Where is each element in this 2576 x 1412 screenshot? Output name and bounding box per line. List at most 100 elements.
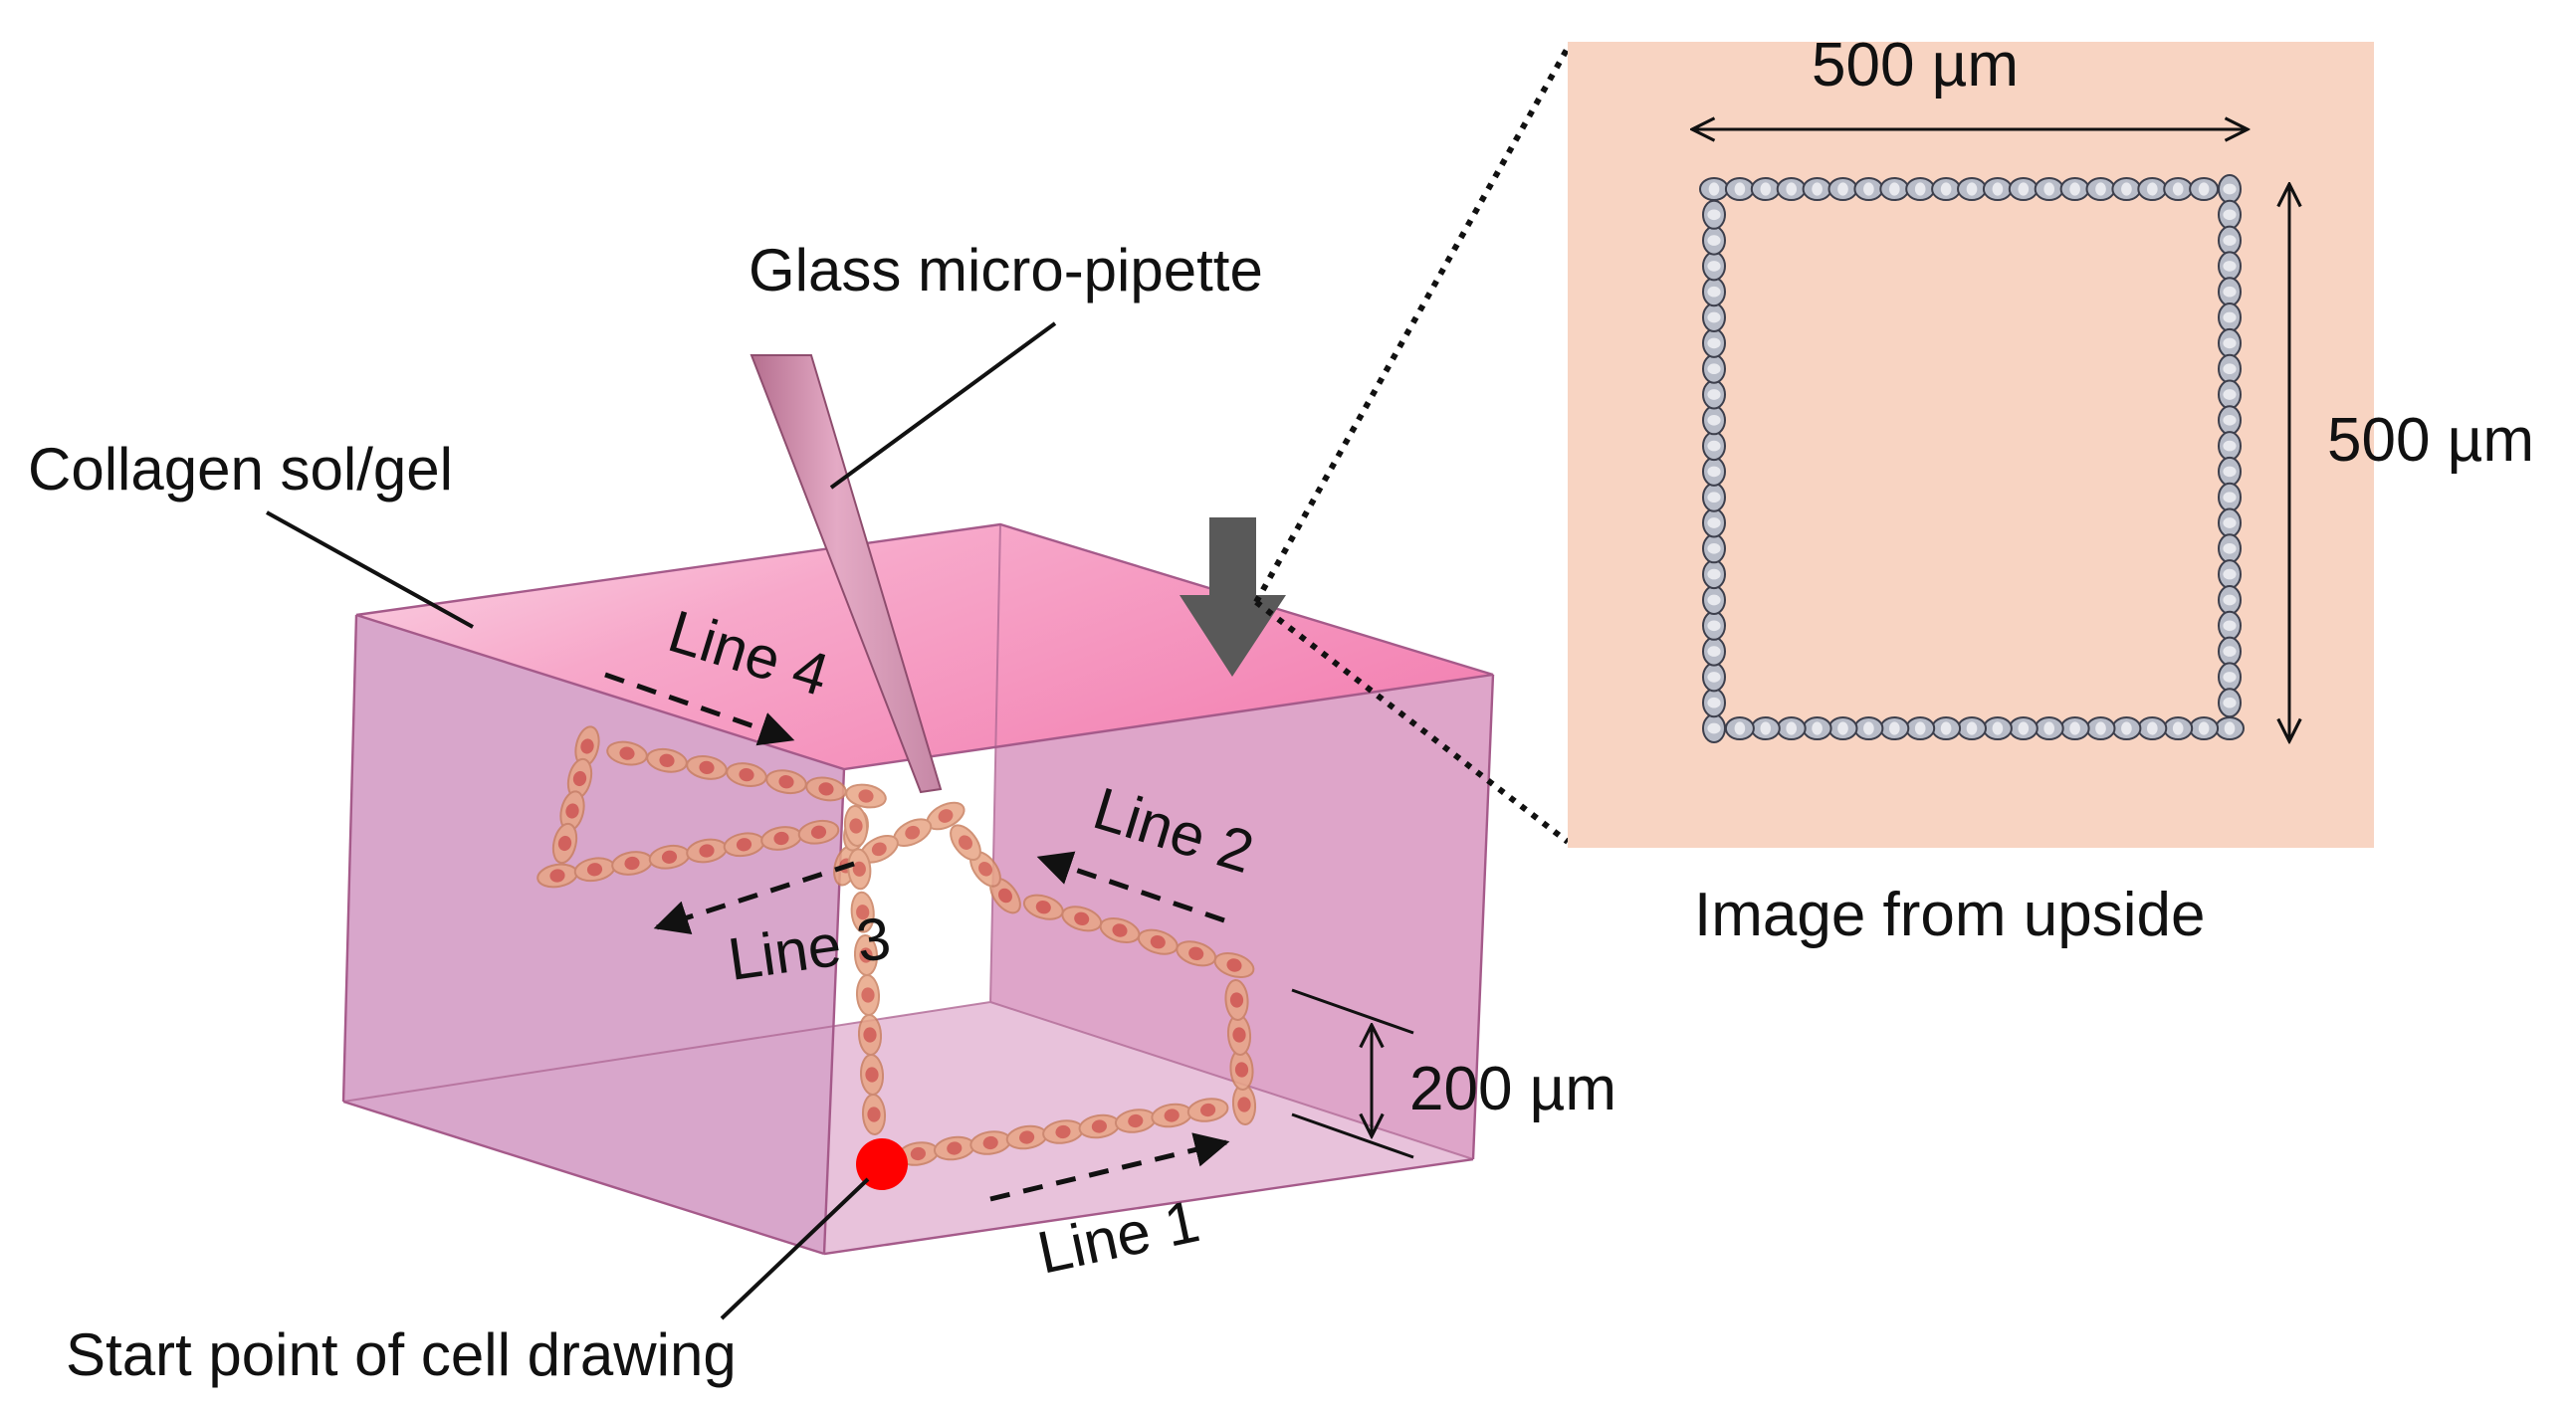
cell — [1702, 482, 1726, 512]
cell — [1061, 906, 1103, 932]
cell — [2189, 716, 2220, 740]
cell — [1702, 353, 1726, 384]
start-point-label: Start point of cell drawing — [66, 1321, 737, 1388]
cell — [1982, 716, 2013, 740]
cell — [2218, 482, 2242, 512]
cell — [1750, 177, 1781, 201]
start-leader — [720, 1177, 870, 1320]
cell — [2215, 716, 2245, 740]
cell — [2218, 199, 2242, 230]
cell — [1776, 716, 1807, 740]
cell — [726, 762, 767, 787]
zoom-lines — [1253, 46, 1571, 845]
line3-arrow — [653, 861, 855, 934]
path-arrows — [604, 672, 1230, 1202]
cell — [2218, 662, 2242, 693]
start-point-dot — [856, 1138, 908, 1190]
cell — [1702, 277, 1726, 307]
cell — [853, 934, 879, 976]
cell — [847, 848, 872, 891]
cell — [1879, 177, 1910, 201]
cell — [2218, 251, 2242, 282]
cell — [648, 844, 691, 870]
cell — [843, 805, 869, 847]
inset-cell-square — [1699, 174, 2245, 743]
cell — [2218, 585, 2242, 615]
cell — [1702, 251, 1726, 282]
cell — [2163, 177, 2194, 201]
width-side-label: 500 µm — [2327, 406, 2534, 475]
cell — [2137, 177, 2168, 201]
cell — [2218, 688, 2242, 718]
cell — [1702, 533, 1726, 564]
line1-arrow — [989, 1132, 1230, 1202]
depth-label: 200 µm — [1409, 1055, 1616, 1123]
cell — [2111, 177, 2142, 201]
cell — [1702, 225, 1726, 256]
cell — [2189, 177, 2220, 201]
cell — [2218, 303, 2242, 332]
cell — [1226, 1014, 1252, 1056]
cell — [2218, 277, 2242, 307]
cell — [845, 783, 887, 809]
cell — [1702, 559, 1726, 590]
cell — [1702, 303, 1726, 332]
cell — [1702, 636, 1726, 667]
cell — [1702, 405, 1726, 436]
cell — [1702, 662, 1726, 693]
cell — [1750, 716, 1781, 740]
cell — [2218, 353, 2242, 384]
cell — [1702, 688, 1726, 718]
cell — [857, 1014, 883, 1056]
collagen-leader — [266, 510, 474, 629]
cell — [969, 1130, 1012, 1155]
cell — [1005, 1124, 1048, 1150]
cell — [1176, 940, 1217, 967]
pipette-label: Glass micro-pipette — [749, 237, 1263, 303]
cell — [1702, 199, 1726, 230]
cell — [2218, 533, 2242, 564]
cell — [1231, 1084, 1257, 1125]
cell — [2218, 559, 2242, 590]
cell — [1702, 431, 1726, 462]
cell — [797, 819, 840, 845]
cell — [1905, 716, 1936, 740]
cell — [2218, 431, 2242, 462]
cell — [2034, 716, 2064, 740]
collagen-gel-box — [341, 522, 1495, 1256]
cell-path-in-gel — [537, 725, 1257, 1172]
cell — [2218, 507, 2242, 538]
cell — [686, 755, 728, 780]
cell — [1724, 177, 1755, 201]
cell — [2085, 177, 2116, 201]
cell — [1982, 177, 2013, 201]
pipette-leader — [829, 321, 1057, 490]
gel-top-face — [356, 524, 1493, 769]
cell — [1137, 928, 1179, 955]
cell — [1702, 379, 1726, 410]
cell — [1827, 177, 1858, 201]
cell — [1957, 177, 1987, 201]
cell — [1802, 177, 1832, 201]
width-top-label: 500 µm — [1812, 31, 2019, 100]
cell — [1702, 507, 1726, 538]
cell — [1827, 716, 1858, 740]
cell — [2137, 716, 2168, 740]
cell — [850, 891, 875, 933]
cell — [1853, 177, 1884, 201]
cell — [1931, 177, 1962, 201]
cell — [2059, 177, 2090, 201]
leader-lines — [266, 321, 1057, 1320]
cell — [760, 826, 802, 851]
top-view-inset — [1568, 42, 2374, 848]
cell — [926, 801, 966, 831]
cell — [2163, 716, 2194, 740]
cell — [2218, 174, 2242, 204]
cell — [2059, 716, 2090, 740]
cell — [2218, 327, 2242, 358]
cell — [1957, 716, 1987, 740]
cell — [1022, 894, 1064, 920]
cell — [2218, 636, 2242, 667]
cell — [2218, 610, 2242, 641]
cell — [723, 832, 765, 858]
